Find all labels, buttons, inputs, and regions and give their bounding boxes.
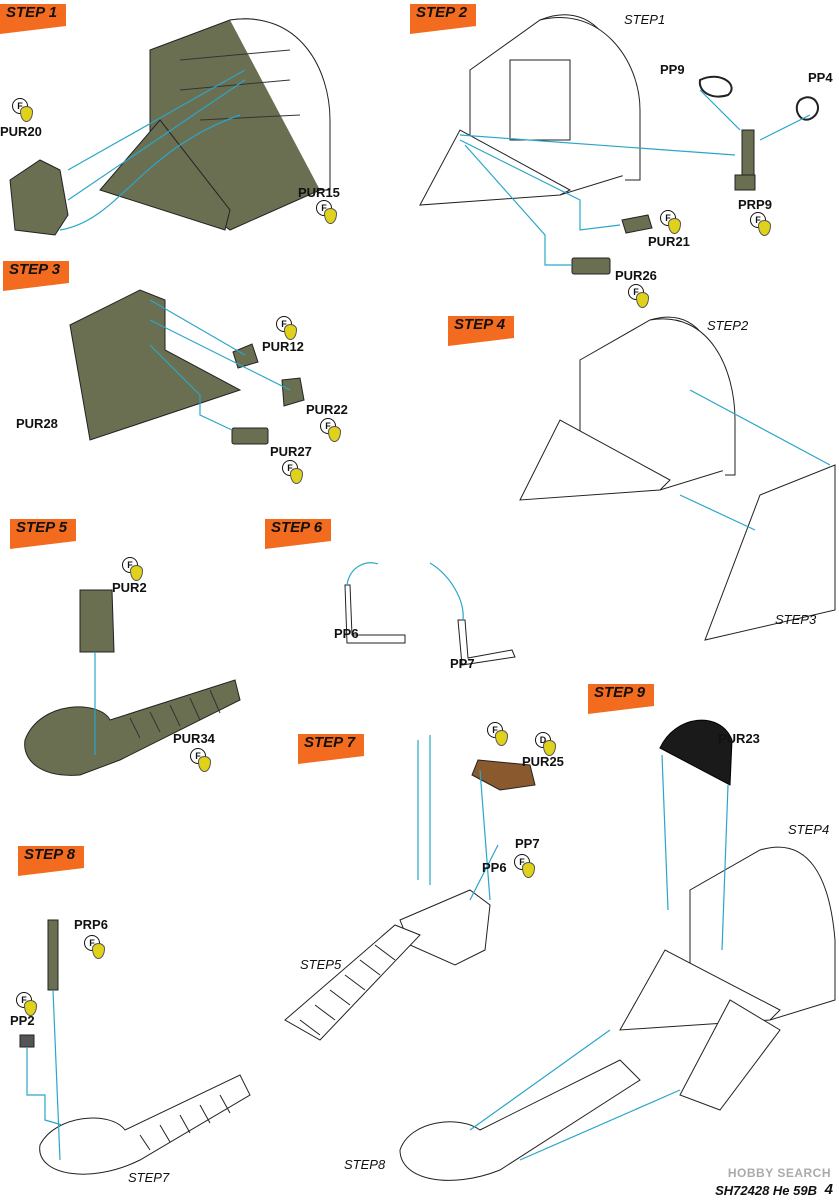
part-label-pur12: PUR12: [262, 339, 304, 354]
part-label-pp7-step6: PP7: [450, 656, 475, 671]
pur2-part: [79, 589, 115, 653]
pur23-part: [659, 719, 733, 786]
pur26-part: [571, 257, 611, 275]
step7-leaders: [417, 735, 499, 901]
ref-step5: STEP5: [300, 957, 342, 972]
part-label-pp9: PP9: [660, 62, 685, 77]
step-8-tag: STEP 8: [18, 842, 84, 876]
pp9-part: [698, 75, 733, 98]
pp7-part: [457, 619, 516, 666]
part-label-pur25: PUR25: [522, 754, 564, 769]
part-label-prp9: PRP9: [738, 197, 772, 212]
step4-assembly: [519, 316, 836, 641]
part-label-pp2: PP2: [10, 1013, 35, 1028]
pp6-part: [344, 584, 406, 644]
step2-leaders: [459, 89, 811, 266]
part-label-pur28: PUR28: [16, 416, 58, 431]
step-2-tag: STEP 2: [410, 0, 476, 34]
step1-leaders: [59, 69, 246, 231]
pur25-part: [471, 759, 536, 791]
step6-leaders: [346, 562, 464, 621]
step2-cockpit: [419, 14, 641, 206]
part-label-pur26: PUR26: [615, 268, 657, 283]
glue-badge-d-pur25: D: [535, 732, 557, 758]
glue-badge-f-pur12: F: [276, 316, 298, 342]
part-label-pur34: PUR34: [173, 731, 215, 746]
step8-leaders: [26, 989, 63, 1161]
part-label-pp6-step7: PP6: [482, 860, 507, 875]
glue-badge-f-pur27: F: [282, 460, 304, 486]
step-3-tag: STEP 3: [3, 257, 69, 291]
glue-badge-f-pur26: F: [628, 284, 650, 310]
part-label-pp4: PP4: [808, 70, 833, 85]
ref-step2: STEP2: [707, 318, 749, 333]
glue-badge-f-pp7: F: [514, 854, 536, 880]
glue-badge-f-prp9: F: [750, 212, 772, 238]
step-7-tag: STEP 7: [298, 730, 364, 764]
prp6-part: [47, 919, 59, 991]
pp4-part: [795, 96, 819, 121]
part-label-pur20: PUR20: [0, 124, 42, 139]
step-9-tag: STEP 9: [588, 680, 654, 714]
pp2-part: [19, 1034, 35, 1048]
pur34-floor: [24, 679, 241, 776]
part-label-pur21: PUR21: [648, 234, 690, 249]
glue-badge-f-pur2: F: [122, 557, 144, 583]
part-label-pur23: PUR23: [718, 731, 760, 746]
part-label-pp6-step6: PP6: [334, 626, 359, 641]
part-label-prp6: PRP6: [74, 917, 108, 932]
ref-step1: STEP1: [624, 12, 666, 27]
part-label-pur15: PUR15: [298, 185, 340, 200]
ref-step4: STEP4: [788, 822, 830, 837]
step7-floor: [284, 889, 491, 1041]
step-5-tag: STEP 5: [10, 515, 76, 549]
glue-badge-f-pur20: F: [12, 98, 34, 124]
step-1-tag: STEP 1: [0, 0, 66, 34]
step-6-tag: STEP 6: [265, 515, 331, 549]
part-label-pur22: PUR22: [306, 402, 348, 417]
glue-badge-f-pur22: F: [320, 418, 342, 444]
step3-leaders: [149, 299, 291, 431]
ref-step3: STEP3: [775, 612, 817, 627]
step9-assembly: [399, 846, 836, 1181]
step8-floor: [39, 1074, 251, 1175]
pur21-part: [621, 214, 653, 234]
pur12-part: [232, 343, 259, 369]
glue-badge-f-prp6: F: [84, 935, 106, 961]
glue-badge-f-pur21: F: [660, 210, 682, 236]
kit-code: SH72428 He 59B: [715, 1183, 817, 1198]
ref-step8: STEP8: [344, 1157, 386, 1172]
part-label-pp7-step7: PP7: [515, 836, 540, 851]
prp9-part: [734, 129, 756, 191]
step3-wall: [69, 289, 242, 441]
ref-step7: STEP7: [128, 1170, 170, 1185]
hobby-search-watermark: HOBBY SEARCH: [727, 1166, 831, 1180]
pur20-seat: [9, 159, 69, 236]
pur27-part: [231, 427, 269, 445]
glue-badge-f-pur15: F: [316, 200, 338, 226]
step4-leaders: [679, 389, 831, 531]
part-label-pur2: PUR2: [112, 580, 147, 595]
part-label-pur27: PUR27: [270, 444, 312, 459]
page-number: 4: [824, 1181, 833, 1198]
step1-cockpit-wall: [99, 18, 331, 231]
glue-badge-f-pp2: F: [16, 992, 38, 1018]
glue-badge-f-pur34: F: [190, 748, 212, 774]
step9-leaders: [469, 754, 729, 1161]
pur22-part: [281, 377, 305, 407]
step-4-tag: STEP 4: [448, 312, 514, 346]
glue-badge-f-step7: F: [487, 722, 509, 748]
